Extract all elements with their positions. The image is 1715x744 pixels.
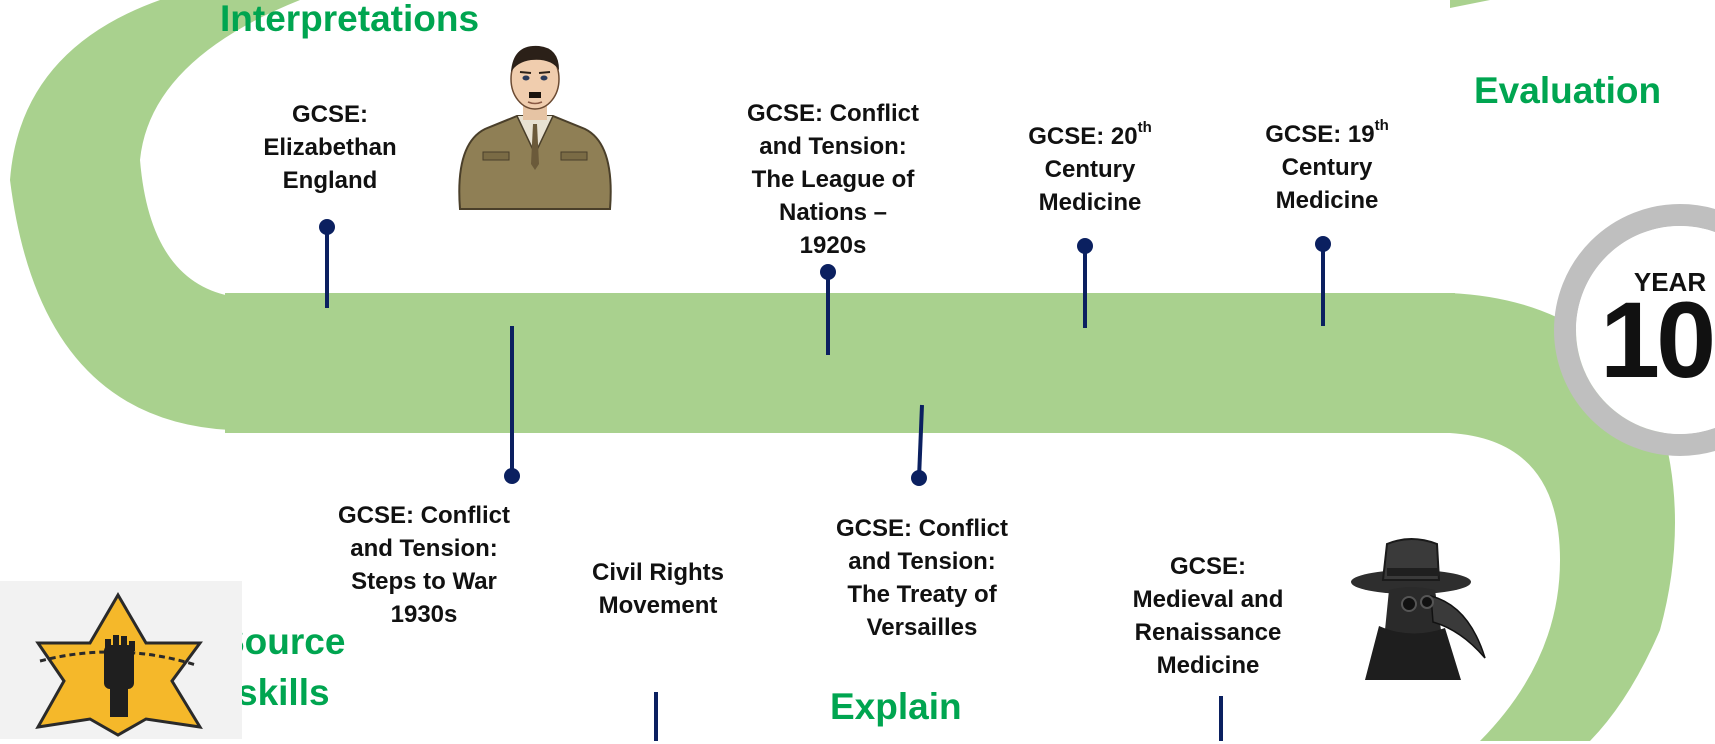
marker-versailles [911,404,927,486]
topic-19th-century-medicine: GCSE: 19th Century Medicine [1265,117,1389,214]
portrait-illustration [458,45,612,210]
topic-civil-rights-movement: Civil Rights Movement [591,559,724,619]
topic-elizabethan-england: GCSE: Elizabethan England [263,101,397,194]
star-fist-icon [35,592,203,737]
marker-steps-to-war [504,326,520,484]
topic-medieval-renaissance-medicine: GCSE: Medieval and Renaissance Medicine [1132,553,1284,679]
skill-source-line2: skills [237,672,330,713]
topic-treaty-of-versailles: GCSE: Conflict and Tension: The Treaty o… [836,515,1008,641]
year-ring-fill [1576,226,1715,434]
year-ring [1554,204,1715,456]
road-corner-top-right [1450,0,1490,8]
marker-elizabethan [319,219,335,308]
marker-c19-medicine [1315,236,1331,326]
road-band [225,293,1455,433]
topic-steps-to-war: GCSE: Conflict and Tension: Steps to War… [338,502,510,628]
marker-league [820,264,836,355]
topic-20th-century-medicine: GCSE: 20th Century Medicine [1028,119,1152,216]
skill-explain: Explain [830,686,962,727]
marker-c20-medicine [1077,238,1093,328]
skill-interpretations: Interpretations [220,0,480,39]
plague-doctor-illustration [1351,538,1486,680]
topic-league-of-nations: GCSE: Conflict and Tension: The League o… [747,100,919,259]
star-fist-panel [0,581,242,739]
skill-evaluation: Evaluation [1474,70,1662,111]
year-number: 10 [1600,279,1715,400]
year-label: YEAR [1633,267,1707,297]
